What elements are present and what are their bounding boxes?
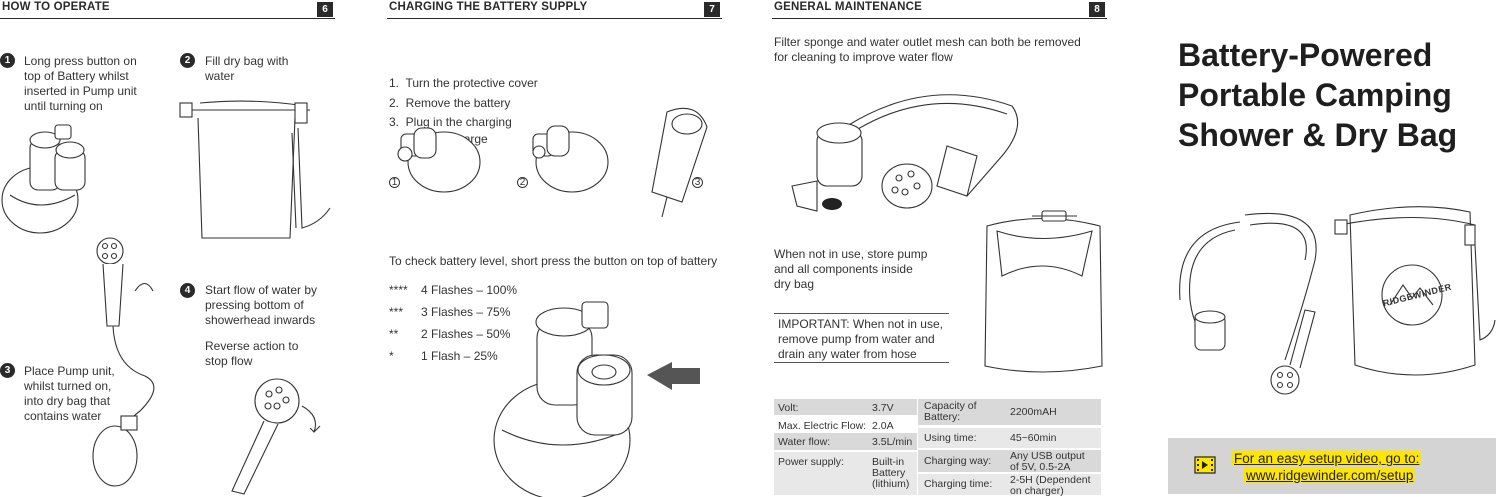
panel-charging: CHARGING THE BATTERY SUPPLY 7 1. Turn th… (387, 0, 722, 497)
panel-maintenance: GENERAL MAINTENANCE 8 Filter sponge and … (772, 0, 1107, 497)
spec-label: Water flow: (778, 436, 831, 448)
step-number-4: 4 (180, 283, 195, 298)
spec-value: 45~60min (1010, 432, 1057, 444)
spec-row-bg (774, 433, 917, 450)
charging-figure-1 (397, 127, 481, 193)
spec-value: 2200mAH (1010, 406, 1057, 418)
battery-check-text: To check battery level, short press the … (389, 254, 718, 268)
battery-level-row: *1 Flash – 25% (389, 349, 498, 363)
video-icon (1194, 456, 1216, 474)
step-number-3: 3 (0, 363, 15, 378)
spec-row-bg (918, 399, 1101, 425)
setup-video-link[interactable]: www.ridgewinder.com/setup (1244, 468, 1416, 483)
step-number-1: 1 (0, 53, 15, 68)
pump-battery-illustration (1, 124, 86, 234)
spec-row-bg (918, 474, 1101, 495)
showerhead-press-illustration (231, 378, 321, 495)
dry-bag-storage-illustration (984, 210, 1103, 373)
spec-row-bg (918, 428, 1101, 448)
setup-video-footer: For an easy setup video, go to: www.ridg… (1168, 438, 1496, 494)
figure-label-3: 3 (692, 177, 703, 188)
spec-row-bg (774, 452, 917, 495)
showerhead-hose-illustration (92, 237, 155, 487)
section-title: CHARGING THE BATTERY SUPPLY (389, 1, 588, 13)
setup-video-prompt: For an easy setup video, go to: (1232, 451, 1422, 466)
spec-label: Charging time: (924, 478, 993, 490)
pump-battery-large-illustration (493, 301, 700, 497)
step-3-text: Place Pump unit,whilst turned on,into dr… (24, 364, 115, 423)
page-number: 7 (704, 2, 720, 17)
charging-figure-2 (532, 125, 609, 193)
section-header: GENERAL MAINTENANCE 8 (772, 0, 1107, 19)
section-header: HOW TO OPERATE 6 (0, 0, 335, 19)
section-title: GENERAL MAINTENANCE (774, 1, 922, 13)
important-box (774, 313, 949, 363)
battery-level-row: ***3 Flashes – 75% (389, 305, 511, 319)
battery-levels-list: ****4 Flashes – 100% ***3 Flashes – 75% … (389, 279, 517, 367)
spec-label: Using time: (924, 432, 977, 444)
page-number: 8 (1089, 2, 1105, 17)
spec-label: Volt: (778, 402, 799, 414)
section-header: CHARGING THE BATTERY SUPPLY 7 (387, 0, 722, 19)
dry-bag-illustration (179, 100, 331, 239)
charging-figure-3 (651, 107, 708, 218)
spec-value: 3.7V (872, 402, 894, 414)
important-text: IMPORTANT: When not in use,remove pump f… (778, 317, 943, 361)
figure-label-2: 2 (517, 177, 528, 188)
spec-value: 3.5L/min (872, 436, 913, 448)
spec-row-bg (774, 399, 917, 415)
battery-level-row: ****4 Flashes – 100% (389, 283, 518, 297)
product-illustration (1179, 206, 1496, 395)
spec-label: Max. Electric Flow: (778, 420, 867, 432)
spec-label: Power supply: (778, 456, 844, 468)
figure-label-1: 1 (389, 177, 400, 188)
section-title: HOW TO OPERATE (2, 1, 110, 13)
spec-label: Charging way: (924, 455, 992, 467)
page-number: 6 (317, 2, 333, 17)
battery-level-row: **2 Flashes – 50% (389, 327, 511, 341)
filter-parts-illustration (791, 94, 1019, 212)
step-number-2: 2 (180, 53, 195, 68)
spec-value: 2.0A (872, 420, 894, 432)
maintenance-intro: Filter sponge and water outlet mesh can … (774, 35, 1081, 64)
spec-row-bg (918, 450, 1101, 472)
